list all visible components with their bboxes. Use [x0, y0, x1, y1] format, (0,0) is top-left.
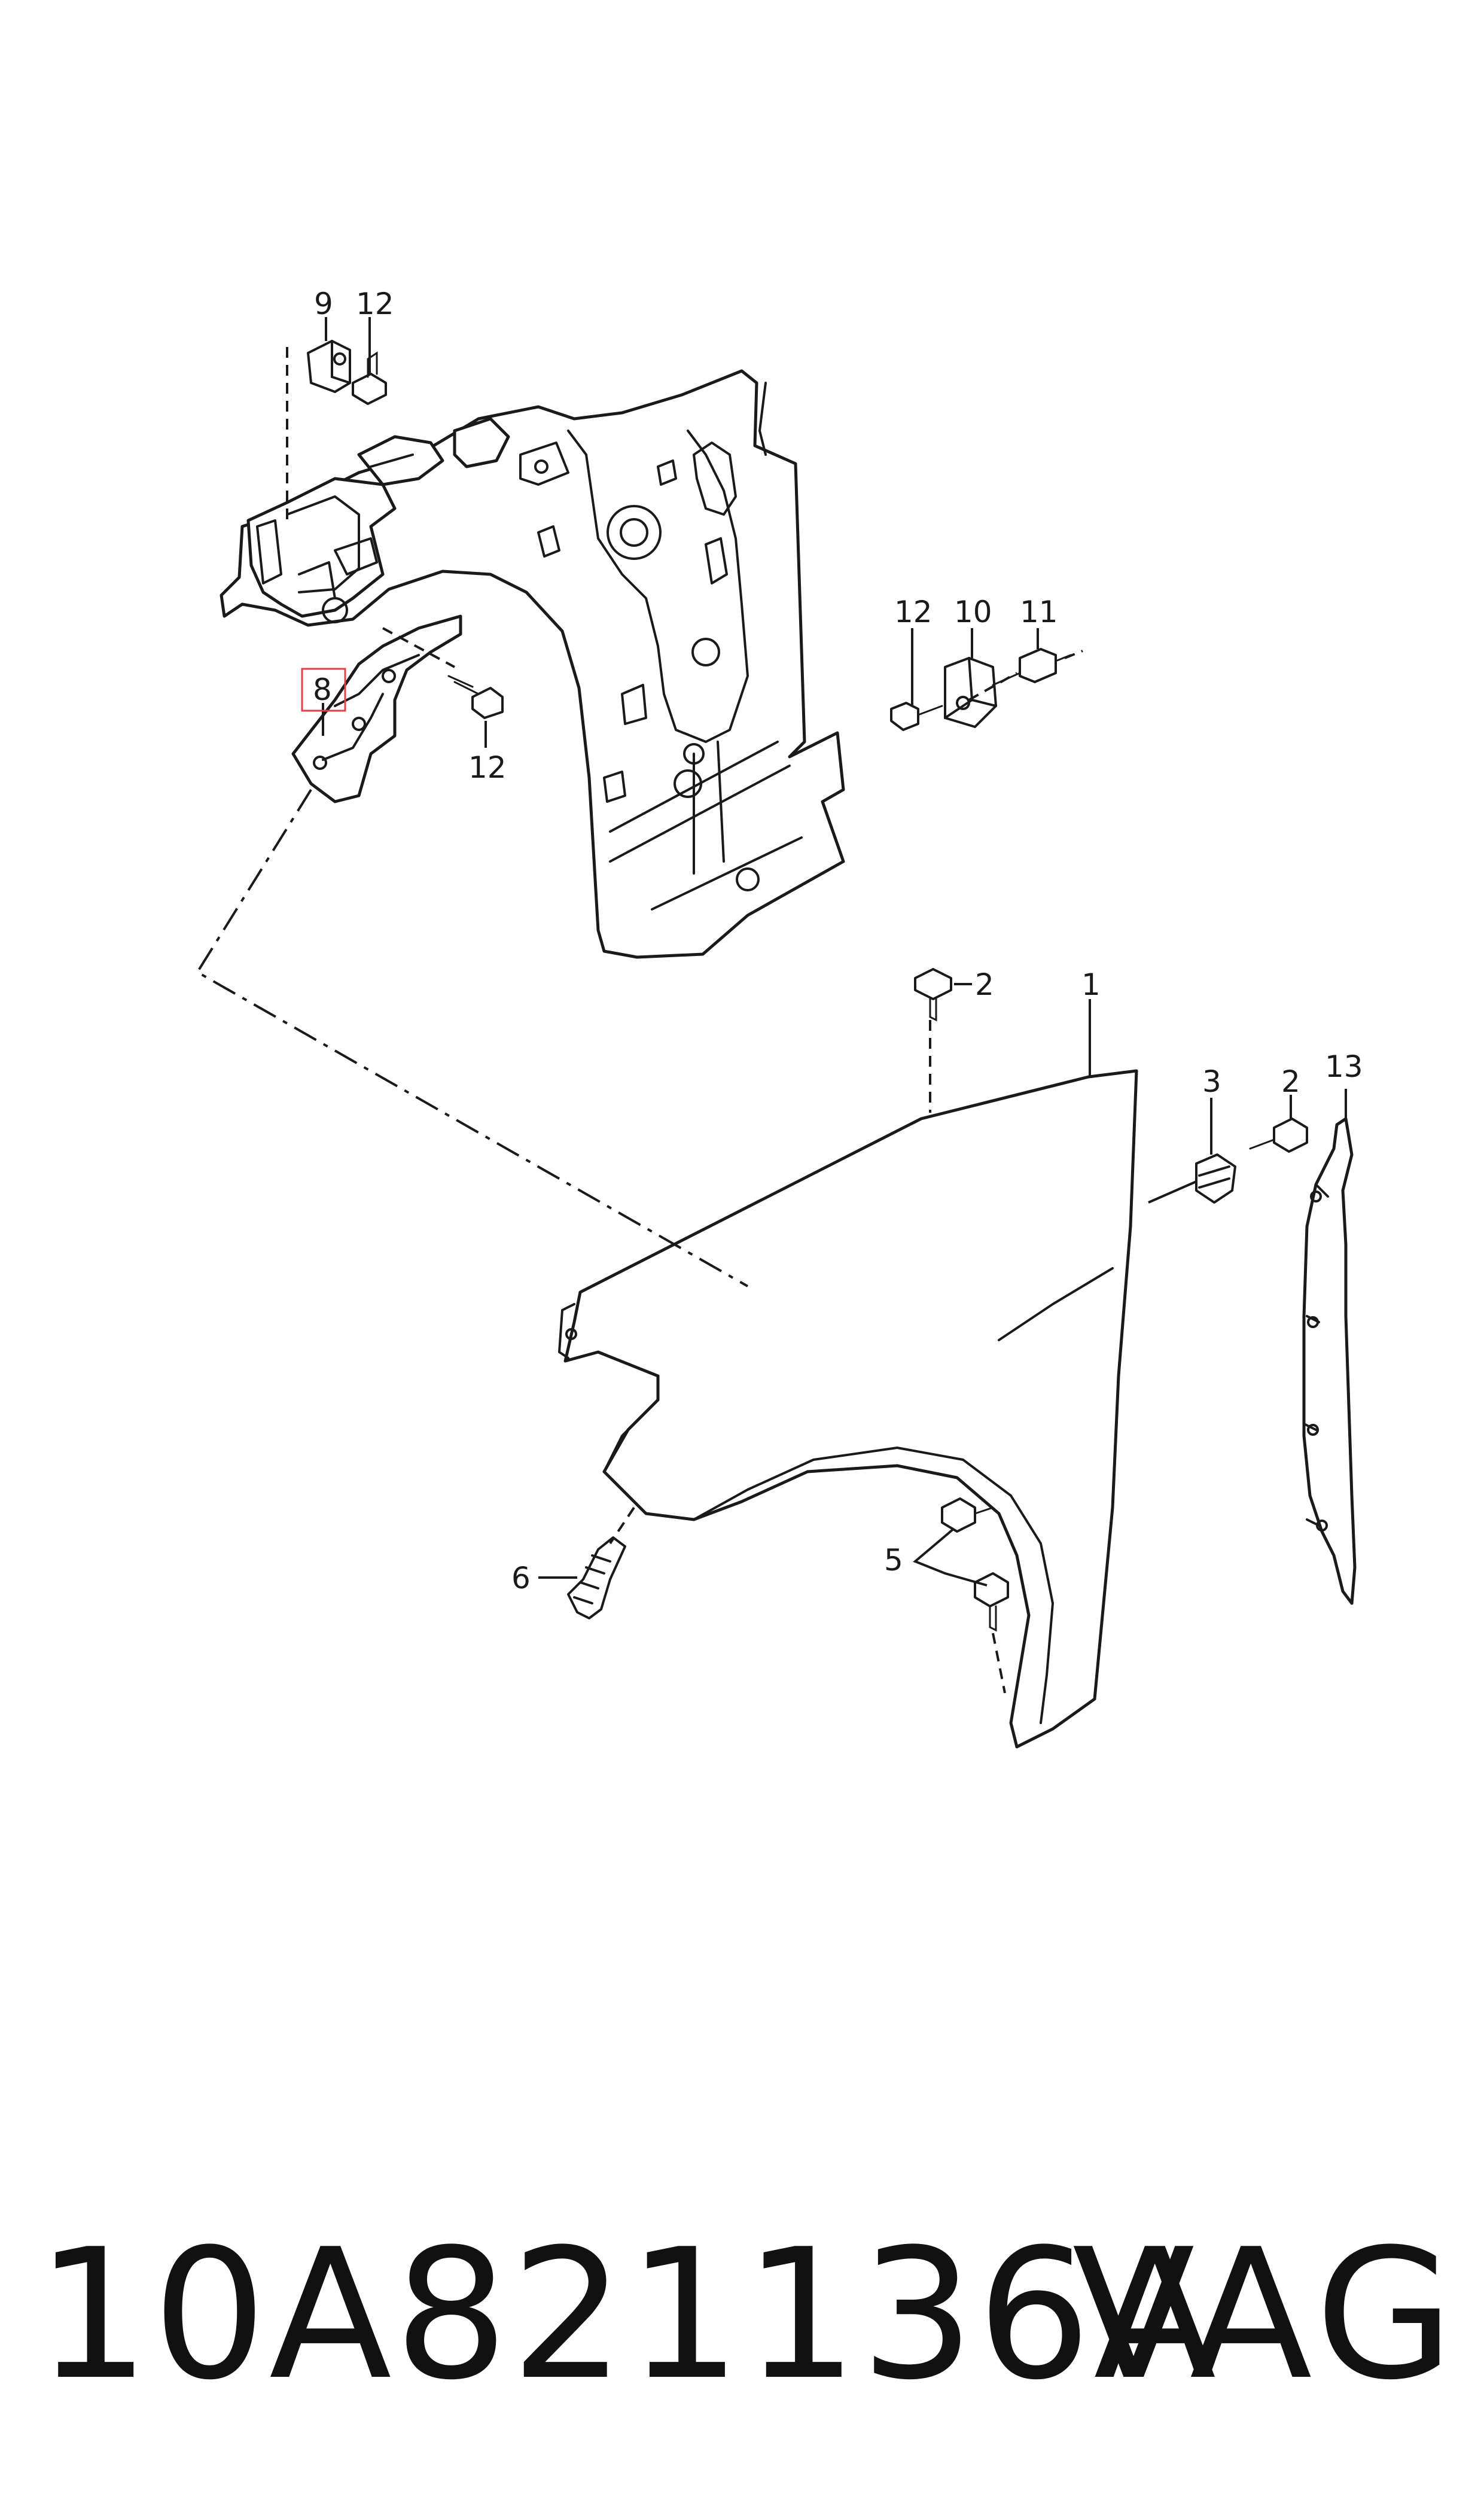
brand-label: VAG — [1072, 2211, 1460, 2419]
bolt-part-12-right — [890, 702, 943, 731]
callout-8-highlight-box — [301, 668, 346, 712]
bolt-part-5-upper — [941, 1497, 994, 1533]
bolt-part-2-right — [1249, 1118, 1308, 1153]
callout-12-right: 12 — [894, 595, 933, 629]
bolt-part-5-lower — [974, 1572, 1009, 1632]
bolt-part-2-top — [914, 968, 952, 1022]
stud-part-6 — [567, 1536, 626, 1619]
callout-12-top: 12 — [356, 287, 394, 321]
callout-11: 11 — [1020, 595, 1058, 629]
seal-strip-part-13 — [1302, 1117, 1357, 1605]
expansion-nut-part-3 — [1195, 1153, 1236, 1204]
callout-1: 1 — [1081, 967, 1101, 1002]
clip-nut-part-9 — [307, 340, 351, 393]
callout-2-top: 2 — [975, 967, 994, 1002]
callout-2-right: 2 — [1281, 1064, 1300, 1099]
callout-10: 10 — [954, 595, 992, 629]
callout-3: 3 — [1202, 1064, 1221, 1099]
callout-12-middle: 12 — [468, 750, 507, 785]
callout-8: 8 — [313, 672, 332, 707]
expansion-nut-part-11 — [1019, 648, 1072, 683]
callout-labels: 9 12 8 12 12 10 11 2 1 3 2 13 5 6 — [313, 287, 1363, 1596]
part-number: 10A821136A — [36, 2211, 1219, 2419]
bolt-part-12-middle — [447, 675, 504, 719]
bracket-part-10 — [944, 657, 997, 728]
front-fender-part-1 — [558, 1069, 1138, 1749]
body-structure-assembly — [220, 369, 845, 959]
callout-9: 9 — [314, 287, 333, 321]
leader-lines — [196, 317, 1347, 1694]
fender-bracket-part-8 — [291, 614, 462, 803]
callout-13: 13 — [1325, 1049, 1363, 1084]
callout-5: 5 — [884, 1543, 903, 1578]
callout-6: 6 — [511, 1561, 531, 1596]
